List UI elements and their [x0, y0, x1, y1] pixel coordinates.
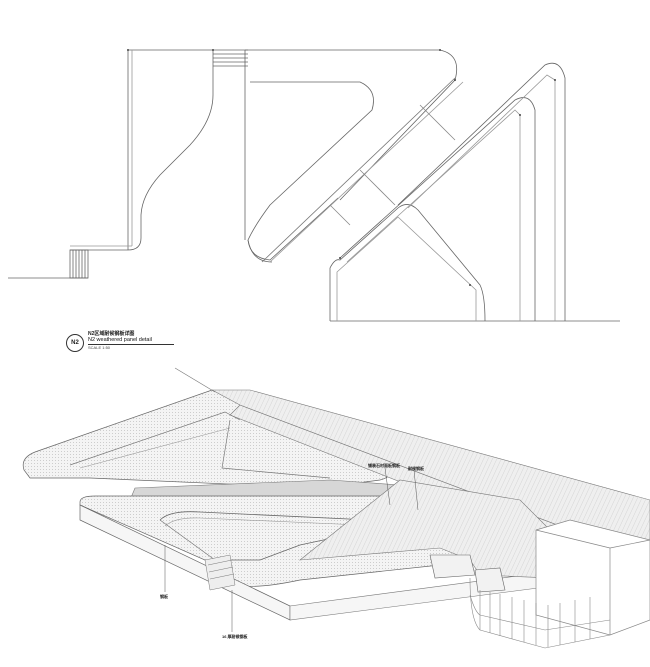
plan-view	[8, 49, 620, 322]
title-english: N2 weathered panel detail	[88, 337, 174, 345]
panel-left	[70, 49, 214, 251]
annotation-label-3: 钢板	[160, 594, 168, 599]
stair-lower	[204, 554, 236, 591]
panel-zigzag-inner	[247, 81, 374, 261]
leader-2	[413, 469, 419, 511]
annotation-label-2: 耐候钢板	[408, 466, 424, 471]
stair-left	[69, 249, 89, 279]
leader-1	[384, 467, 391, 506]
title-chinese: N2区域耐候钢板详图	[88, 331, 135, 337]
curved-glass-wall	[469, 577, 611, 649]
building-block	[535, 519, 650, 636]
ramp-right-2	[397, 62, 566, 321]
stair-top	[213, 49, 248, 67]
drawing-title-block: N2 N2区域耐候钢板详图 N2 weathered panel detail …	[66, 331, 174, 353]
scale-label: SCALE 1:50	[88, 345, 111, 350]
annotation-label-1: 铺装石材面板钢板	[368, 463, 400, 468]
title-badge: N2	[66, 334, 84, 352]
panel-v	[329, 204, 486, 322]
ramp-right-1	[339, 97, 536, 321]
annotation-label-4: 16 厚耐候钢板	[222, 634, 248, 639]
